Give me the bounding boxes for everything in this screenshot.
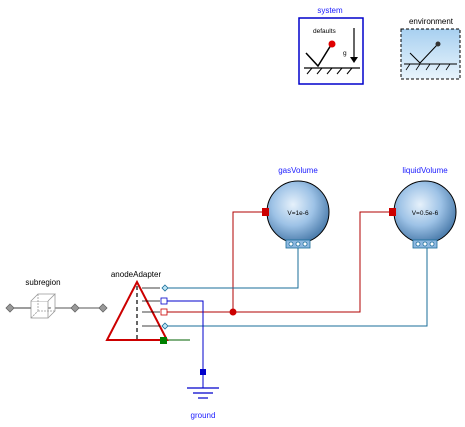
- system-component[interactable]: system defaults g: [298, 6, 364, 85]
- system-label: system: [317, 6, 343, 15]
- ground-icon: [187, 387, 219, 399]
- gas-volume-component[interactable]: gasVolume V=1e-6: [262, 166, 330, 249]
- anode-adapter-port-square-blue[interactable]: [160, 297, 168, 305]
- gas-volume-port-circles: [288, 241, 308, 247]
- liquid-volume-label: liquidVolume: [402, 166, 448, 175]
- liquid-volume-port-circles: [415, 241, 435, 247]
- system-hatch-icon: [306, 67, 353, 75]
- anode-adapter-port-diamond-bottom[interactable]: [161, 322, 169, 330]
- liquid-volume-component[interactable]: liquidVolume V=0.5e-6: [389, 166, 457, 249]
- environment-box: [400, 28, 461, 80]
- environment-component[interactable]: environment: [400, 17, 461, 80]
- wire-red-gas[interactable]: [167, 211, 263, 313]
- environment-dot-icon: [435, 41, 441, 47]
- ground-label: ground: [191, 411, 216, 420]
- system-dot-icon: [328, 40, 336, 48]
- subregion-component[interactable]: subregion: [5, 278, 108, 319]
- environment-hatch-icon: [405, 63, 451, 71]
- wires: [160, 211, 428, 372]
- anode-adapter-component[interactable]: anodeAdapter: [105, 270, 169, 344]
- liquid-volume-value: V=0.5e-6: [412, 210, 439, 217]
- subregion-cube-icon: [30, 293, 56, 319]
- ground-port[interactable]: [200, 369, 206, 375]
- gas-volume-value: V=1e-6: [287, 210, 309, 217]
- system-box: [298, 17, 364, 85]
- red-junction-dot: [229, 308, 237, 316]
- subregion-label: subregion: [25, 278, 60, 287]
- wire-red-liquid[interactable]: [233, 211, 389, 313]
- environment-label: environment: [409, 17, 454, 26]
- gravity-arrow-icon: [350, 57, 358, 63]
- system-g-text: g: [343, 50, 347, 57]
- system-defaults-text: defaults: [313, 28, 337, 35]
- system-curve: [305, 44, 332, 68]
- gas-volume-red-port[interactable]: [262, 208, 269, 216]
- gas-volume-label: gasVolume: [278, 166, 318, 175]
- wire-blue-liquid[interactable]: [165, 247, 428, 327]
- anode-adapter-port-green[interactable]: [160, 337, 167, 344]
- wire-blue-gas[interactable]: [165, 247, 299, 289]
- anode-adapter-port-diamond-top[interactable]: [161, 284, 169, 292]
- anode-adapter-port-square-red[interactable]: [160, 308, 168, 316]
- environment-curve: [409, 44, 438, 64]
- subregion-diamond-icons: [5, 303, 108, 313]
- liquid-volume-red-port[interactable]: [389, 208, 396, 216]
- ground-component[interactable]: ground: [187, 369, 219, 420]
- wire-ground[interactable]: [165, 300, 204, 372]
- anode-adapter-label: anodeAdapter: [111, 270, 162, 279]
